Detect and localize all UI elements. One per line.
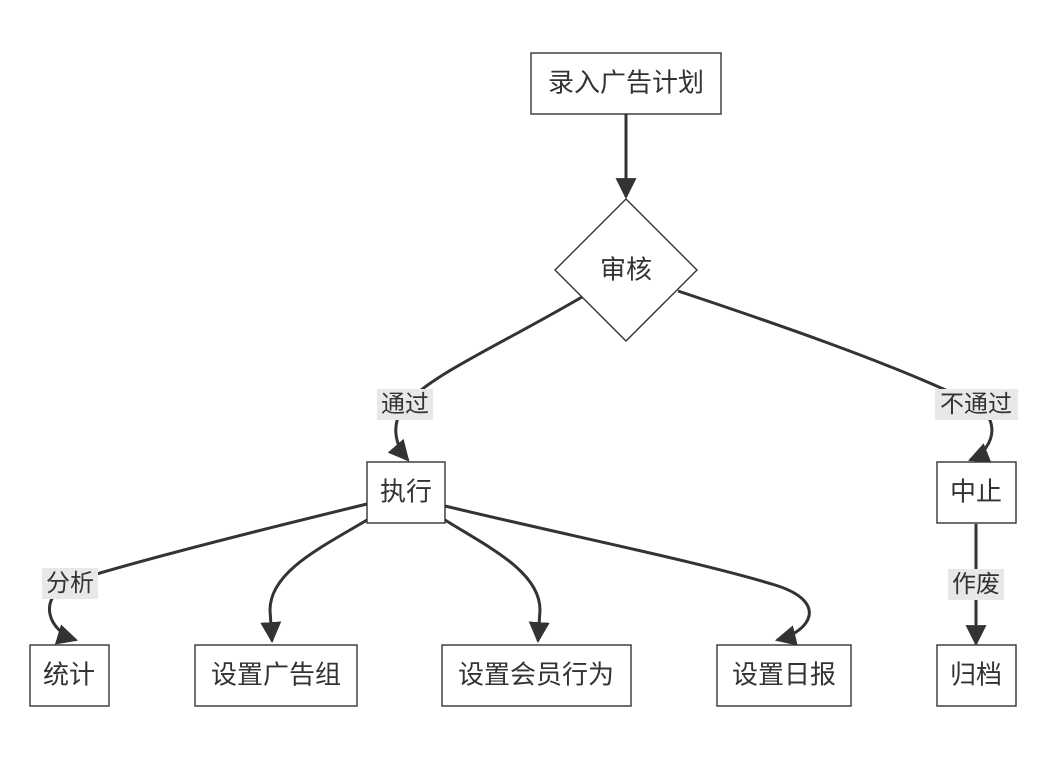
node-statistics: 统计 — [29, 644, 110, 707]
node-archive-label: 归档 — [950, 661, 1002, 691]
edge-execute-to-member-behavior — [444, 518, 550, 644]
node-statistics-label: 统计 — [43, 661, 95, 691]
node-set-daily-report-label: 设置日报 — [732, 661, 836, 691]
edge-label-pass: 通过 — [377, 389, 433, 420]
node-enter-plan-label: 录入广告计划 — [548, 69, 704, 99]
edge-label-void: 作废 — [948, 569, 1004, 600]
edge-label-fail-text: 不通过 — [940, 390, 1012, 418]
edge-review-to-stop — [677, 289, 994, 463]
edge-review-to-execute — [387, 295, 583, 462]
edge-execute-to-ad-group — [260, 518, 368, 644]
node-stop: 中止 — [936, 461, 1017, 524]
node-archive: 归档 — [936, 644, 1017, 707]
node-enter-plan: 录入广告计划 — [530, 52, 722, 115]
node-review-label: 审核 — [600, 256, 652, 286]
node-set-member-behavior: 设置会员行为 — [441, 644, 632, 707]
node-execute-label: 执行 — [380, 478, 432, 508]
edge-execute-to-daily-report — [444, 504, 811, 646]
edge-execute-to-statistics — [48, 502, 368, 645]
node-set-ad-group: 设置广告组 — [194, 644, 358, 707]
edge-label-pass-text: 通过 — [381, 390, 429, 418]
edge-label-analyze: 分析 — [42, 568, 98, 599]
edge-label-analyze-text: 分析 — [46, 569, 94, 597]
node-stop-label: 中止 — [950, 478, 1002, 508]
node-set-daily-report: 设置日报 — [716, 644, 852, 707]
edge-label-fail: 不通过 — [935, 389, 1018, 420]
edge-label-void-text: 作废 — [952, 570, 1000, 598]
node-set-member-behavior-label: 设置会员行为 — [458, 661, 614, 691]
node-execute: 执行 — [366, 461, 446, 524]
node-review: 审核 — [554, 198, 698, 342]
node-set-ad-group-label: 设置广告组 — [211, 661, 341, 691]
